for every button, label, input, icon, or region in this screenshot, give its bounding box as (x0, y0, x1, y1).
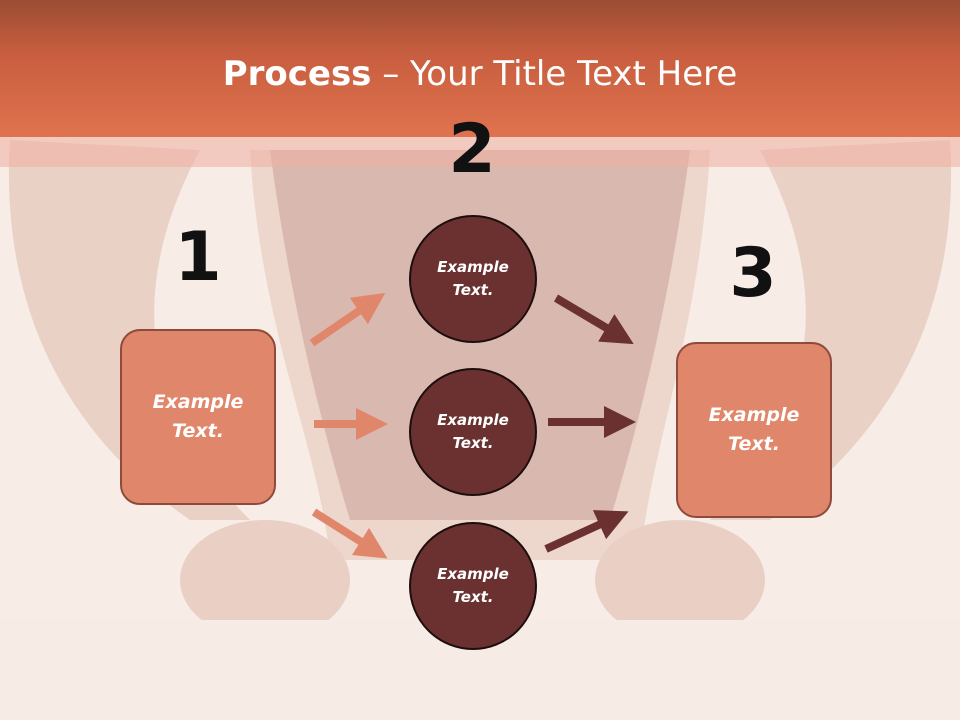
arrow-bottom-to-right (544, 510, 629, 553)
step-box-left-text: Example Text. (152, 391, 244, 442)
step-number-3: 3 (729, 234, 777, 313)
step-circle-middle: Example Text. (409, 368, 537, 496)
step-circle-bottom-text: Example Text. (437, 565, 509, 606)
right-hand-shape (595, 520, 765, 640)
step-circle-middle-text: Example Text. (437, 411, 509, 452)
step-circle-bottom: Example Text. (409, 522, 537, 650)
step-number-1: 1 (174, 218, 222, 297)
arrow-left-to-top (309, 292, 386, 347)
title-bar-band (0, 137, 960, 167)
step-box-right: Example Text. (676, 342, 832, 518)
left-hand-shape (180, 520, 350, 640)
step-number-2: 2 (448, 110, 496, 189)
arrow-top-to-right (553, 294, 634, 345)
step-box-left: Example Text. (120, 329, 276, 505)
step-circle-top: Example Text. (409, 215, 537, 343)
step-circle-top-text: Example Text. (437, 258, 509, 299)
right-arm-shape (710, 140, 952, 520)
step-box-right-text: Example Text. (708, 404, 800, 455)
slide-title-rest: – Your Title Text Here (371, 54, 738, 94)
title-bar (0, 0, 960, 137)
left-arm-shape (8, 140, 250, 520)
arrow-left-to-bottom (311, 508, 388, 559)
slide-title: Process – Your Title Text Here (0, 52, 960, 96)
slide-title-bold: Process (222, 54, 372, 94)
